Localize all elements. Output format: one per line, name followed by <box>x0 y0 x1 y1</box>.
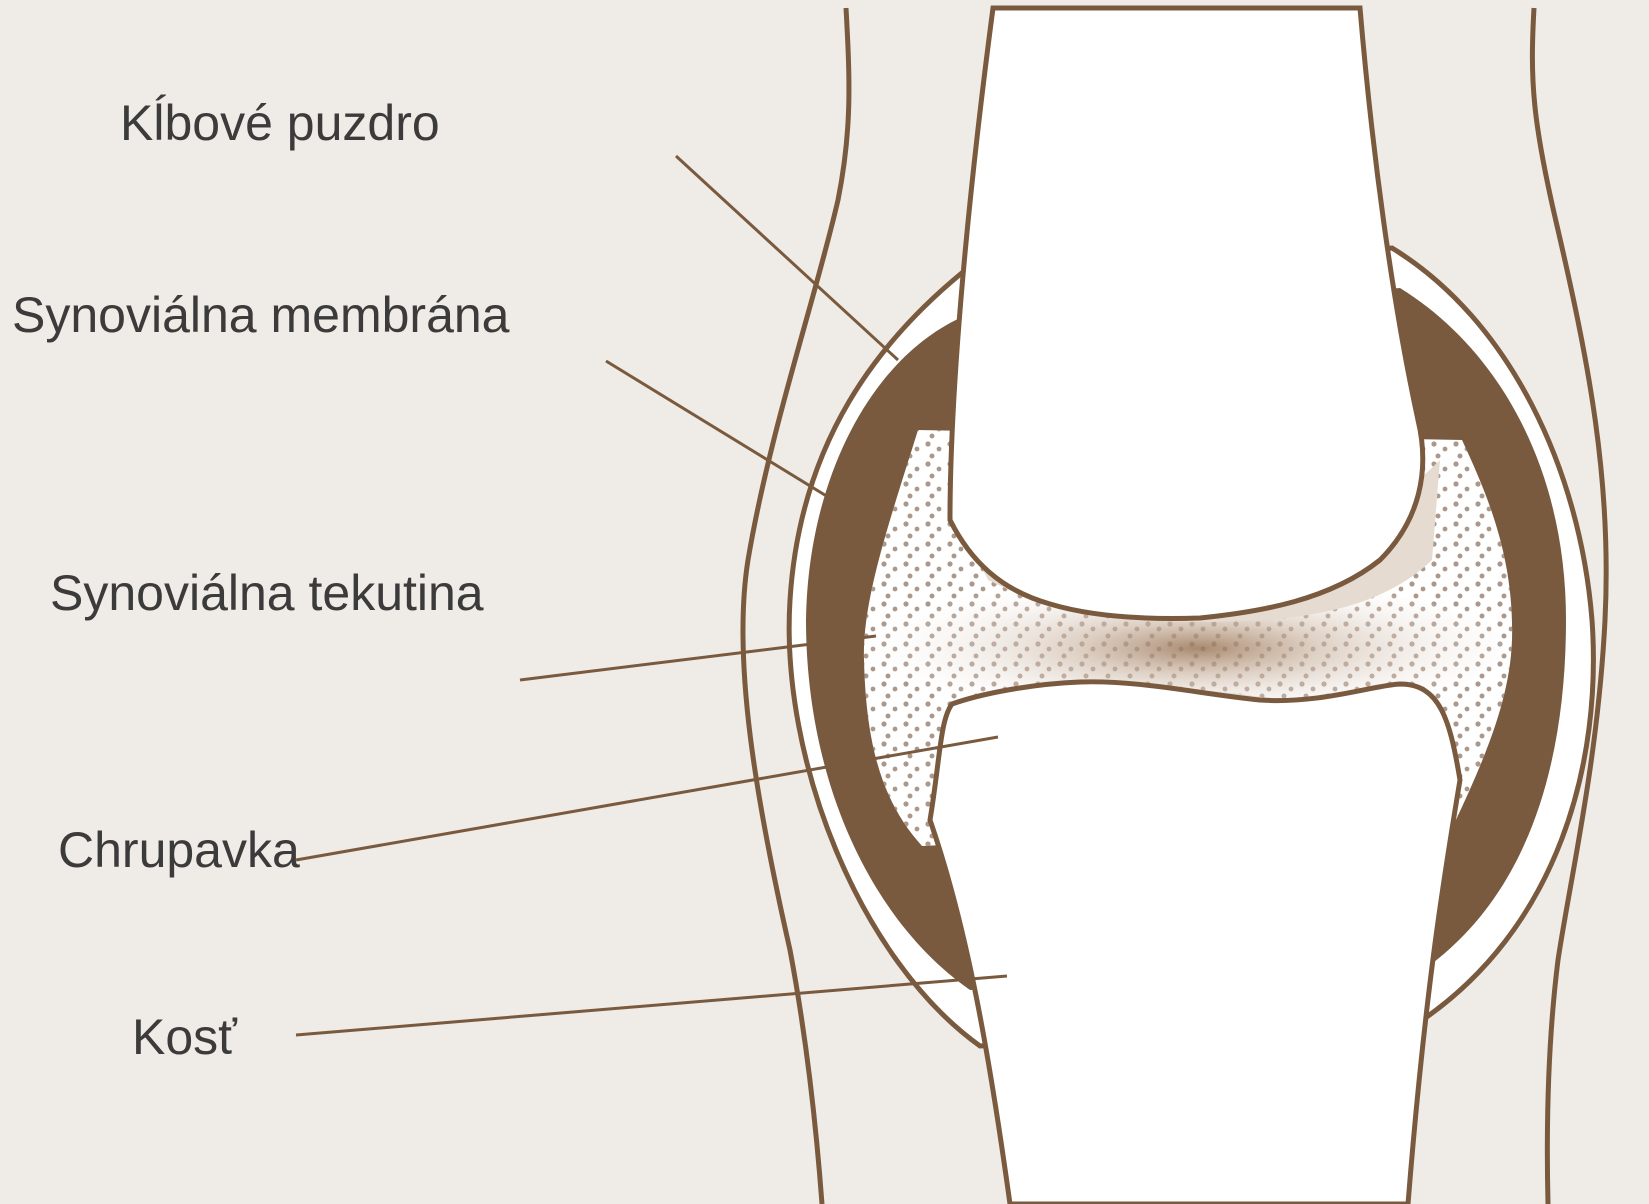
upper-bone <box>950 8 1423 618</box>
label-synovial-membrane: Synoviálna membrána <box>12 290 510 340</box>
label-joint-capsule: Kĺbové puzdro <box>120 98 440 148</box>
leader-line-joint-capsule <box>676 156 898 360</box>
label-bone: Kosť <box>132 1012 237 1062</box>
lower-bone <box>930 682 1460 1204</box>
label-synovial-fluid: Synoviálna tekutina <box>50 568 484 618</box>
label-cartilage: Chrupavka <box>58 825 300 875</box>
leader-line-synovial-membrane <box>606 361 833 500</box>
leader-line-bone <box>296 976 1007 1035</box>
